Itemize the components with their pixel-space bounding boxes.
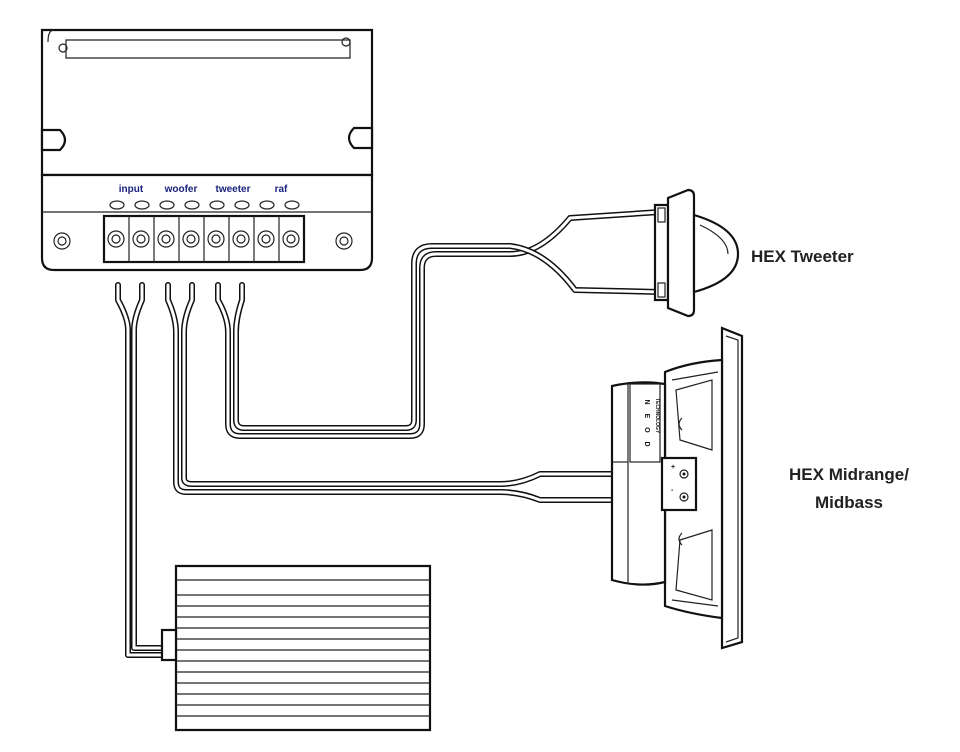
amplifier: [160, 564, 432, 732]
svg-text:E: E: [643, 414, 650, 419]
svg-text:+: +: [671, 464, 675, 471]
hex-midrange: N E O D TECHNOLOGY + -: [610, 326, 744, 650]
wires: [115, 209, 663, 658]
wire-woofer: [165, 282, 663, 503]
screw-right: [335, 232, 353, 250]
svg-text:D: D: [643, 441, 650, 446]
svg-text:N: N: [643, 399, 650, 404]
wire-input: [115, 282, 173, 658]
terminal-label-raf: raf: [275, 184, 288, 195]
midrange-label-line1: HEX Midrange/: [789, 465, 909, 484]
terminal-sockets: [107, 230, 300, 248]
terminal-label-woofer: woofer: [164, 184, 198, 195]
terminal-label-tweeter: tweeter: [215, 184, 250, 195]
mount-hole-top-right: [341, 37, 351, 47]
tweeter-label: HEX Tweeter: [751, 247, 854, 266]
midrange-label-line2: Midbass: [815, 493, 883, 512]
crossover-unit: input woofer tweeter raf: [40, 28, 374, 272]
hex-tweeter: [653, 188, 740, 318]
terminal-block: [102, 214, 306, 264]
wire-tweeter: [215, 209, 663, 439]
neod-badge: N E O D TECHNOLOGY: [629, 383, 661, 463]
midrange-terminals: + -: [660, 456, 698, 512]
amplifier-fins: [176, 594, 430, 717]
svg-text:TECHNOLOGY: TECHNOLOGY: [654, 398, 660, 434]
terminal-screw-heads: [109, 200, 300, 210]
svg-text:-: -: [671, 487, 674, 494]
screw-left: [53, 232, 71, 250]
svg-text:O: O: [643, 427, 650, 433]
mount-hole-top-left: [58, 43, 68, 53]
terminal-label-input: input: [119, 184, 144, 195]
